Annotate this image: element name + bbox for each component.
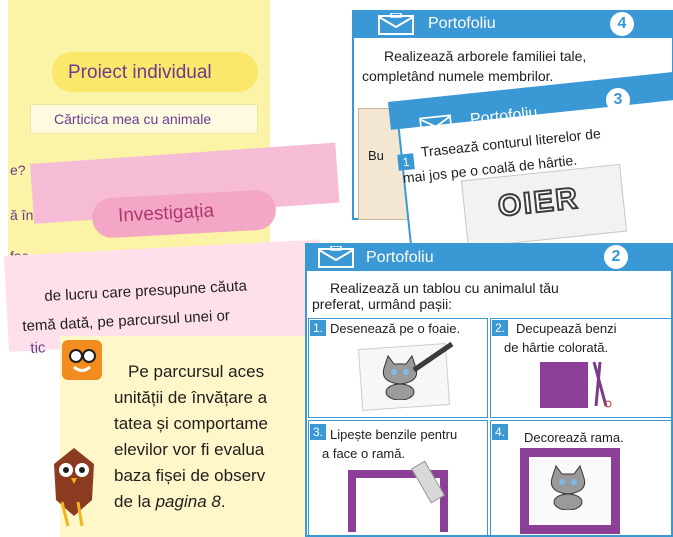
investigation-line-3: tic — [30, 339, 46, 357]
portfolio-4-title: Portofoliu — [428, 15, 496, 32]
evaluation-card — [60, 336, 314, 537]
frame-in-progress — [348, 470, 448, 532]
portfolio-4-number: 4 — [610, 12, 634, 36]
step-1-number: 1. — [310, 320, 326, 336]
project-title: Proiect individual — [68, 62, 212, 83]
portfolio-3-number: 3 — [606, 88, 630, 112]
step-1-text: Desenează pe o foaie. — [330, 321, 461, 336]
evaluation-line-2: unității de învățare a — [114, 388, 268, 407]
evaluation-line-1: Pe parcursul aces — [128, 362, 265, 381]
portfolio-4-fragment: Bu — [368, 148, 384, 163]
pencil-icon — [410, 340, 456, 379]
decorated-cat-drawing — [546, 464, 590, 515]
portfolio-2-intro-2: preferat, urmând pașii: — [312, 296, 453, 312]
portfolio-folder-icon — [378, 12, 414, 40]
step-cell-3 — [308, 420, 488, 536]
portfolio-3-folder-icon — [418, 112, 453, 140]
step-3-text-2: a face o ramă. — [322, 446, 406, 461]
colored-paper — [540, 362, 588, 408]
project-fragment-2: ă în — [10, 207, 34, 223]
project-fragment-1: e? — [10, 162, 26, 178]
step-4-number: 4. — [492, 424, 508, 440]
evaluation-line-5: baza fișei de observ — [114, 466, 266, 485]
evaluation-line-3: tatea și comportame — [114, 414, 269, 433]
portfolio-2-intro-1: Realizează un tablou cu animalul tău — [330, 280, 559, 296]
cat-drawing — [378, 354, 422, 405]
evaluation-line-6: de la pagina 8. — [114, 492, 226, 512]
step-3-number: 3. — [310, 424, 326, 440]
portfolio-4-line-1: Realizează arborele familiei tale, — [384, 48, 587, 64]
project-banner — [52, 52, 258, 92]
evaluation-line-4: elevilor vor fi evalua — [114, 440, 265, 459]
step-2-text-2: de hârtie colorată. — [504, 340, 609, 355]
portfolio-2-number: 2 — [604, 245, 628, 269]
portfolio-2-folder-icon — [318, 245, 354, 273]
decorated-frame — [520, 448, 620, 534]
evaluation-line-6-suffix: . — [220, 492, 226, 511]
owl-illustration — [48, 440, 100, 535]
evaluation-face-icon — [62, 340, 102, 380]
step-4-text: Decorează rama. — [524, 430, 624, 445]
project-subtitle-box — [30, 104, 258, 134]
step-3-text-1: Lipește benzile pentru — [330, 427, 458, 442]
evaluation-page-ref: pagina 8 — [155, 492, 221, 511]
project-subtitle: Cărticica mea cu animale — [54, 111, 212, 127]
scissors-icon — [588, 360, 614, 413]
portfolio-4-line-2: completând numele membrilor. — [362, 68, 554, 84]
project-card — [8, 0, 270, 280]
step-2-number: 2. — [492, 320, 508, 336]
portfolio-2-title: Portofoliu — [366, 249, 434, 266]
evaluation-line-6-prefix: de la — [114, 492, 156, 511]
step-2-text-1: Decupează benzi — [516, 321, 617, 336]
